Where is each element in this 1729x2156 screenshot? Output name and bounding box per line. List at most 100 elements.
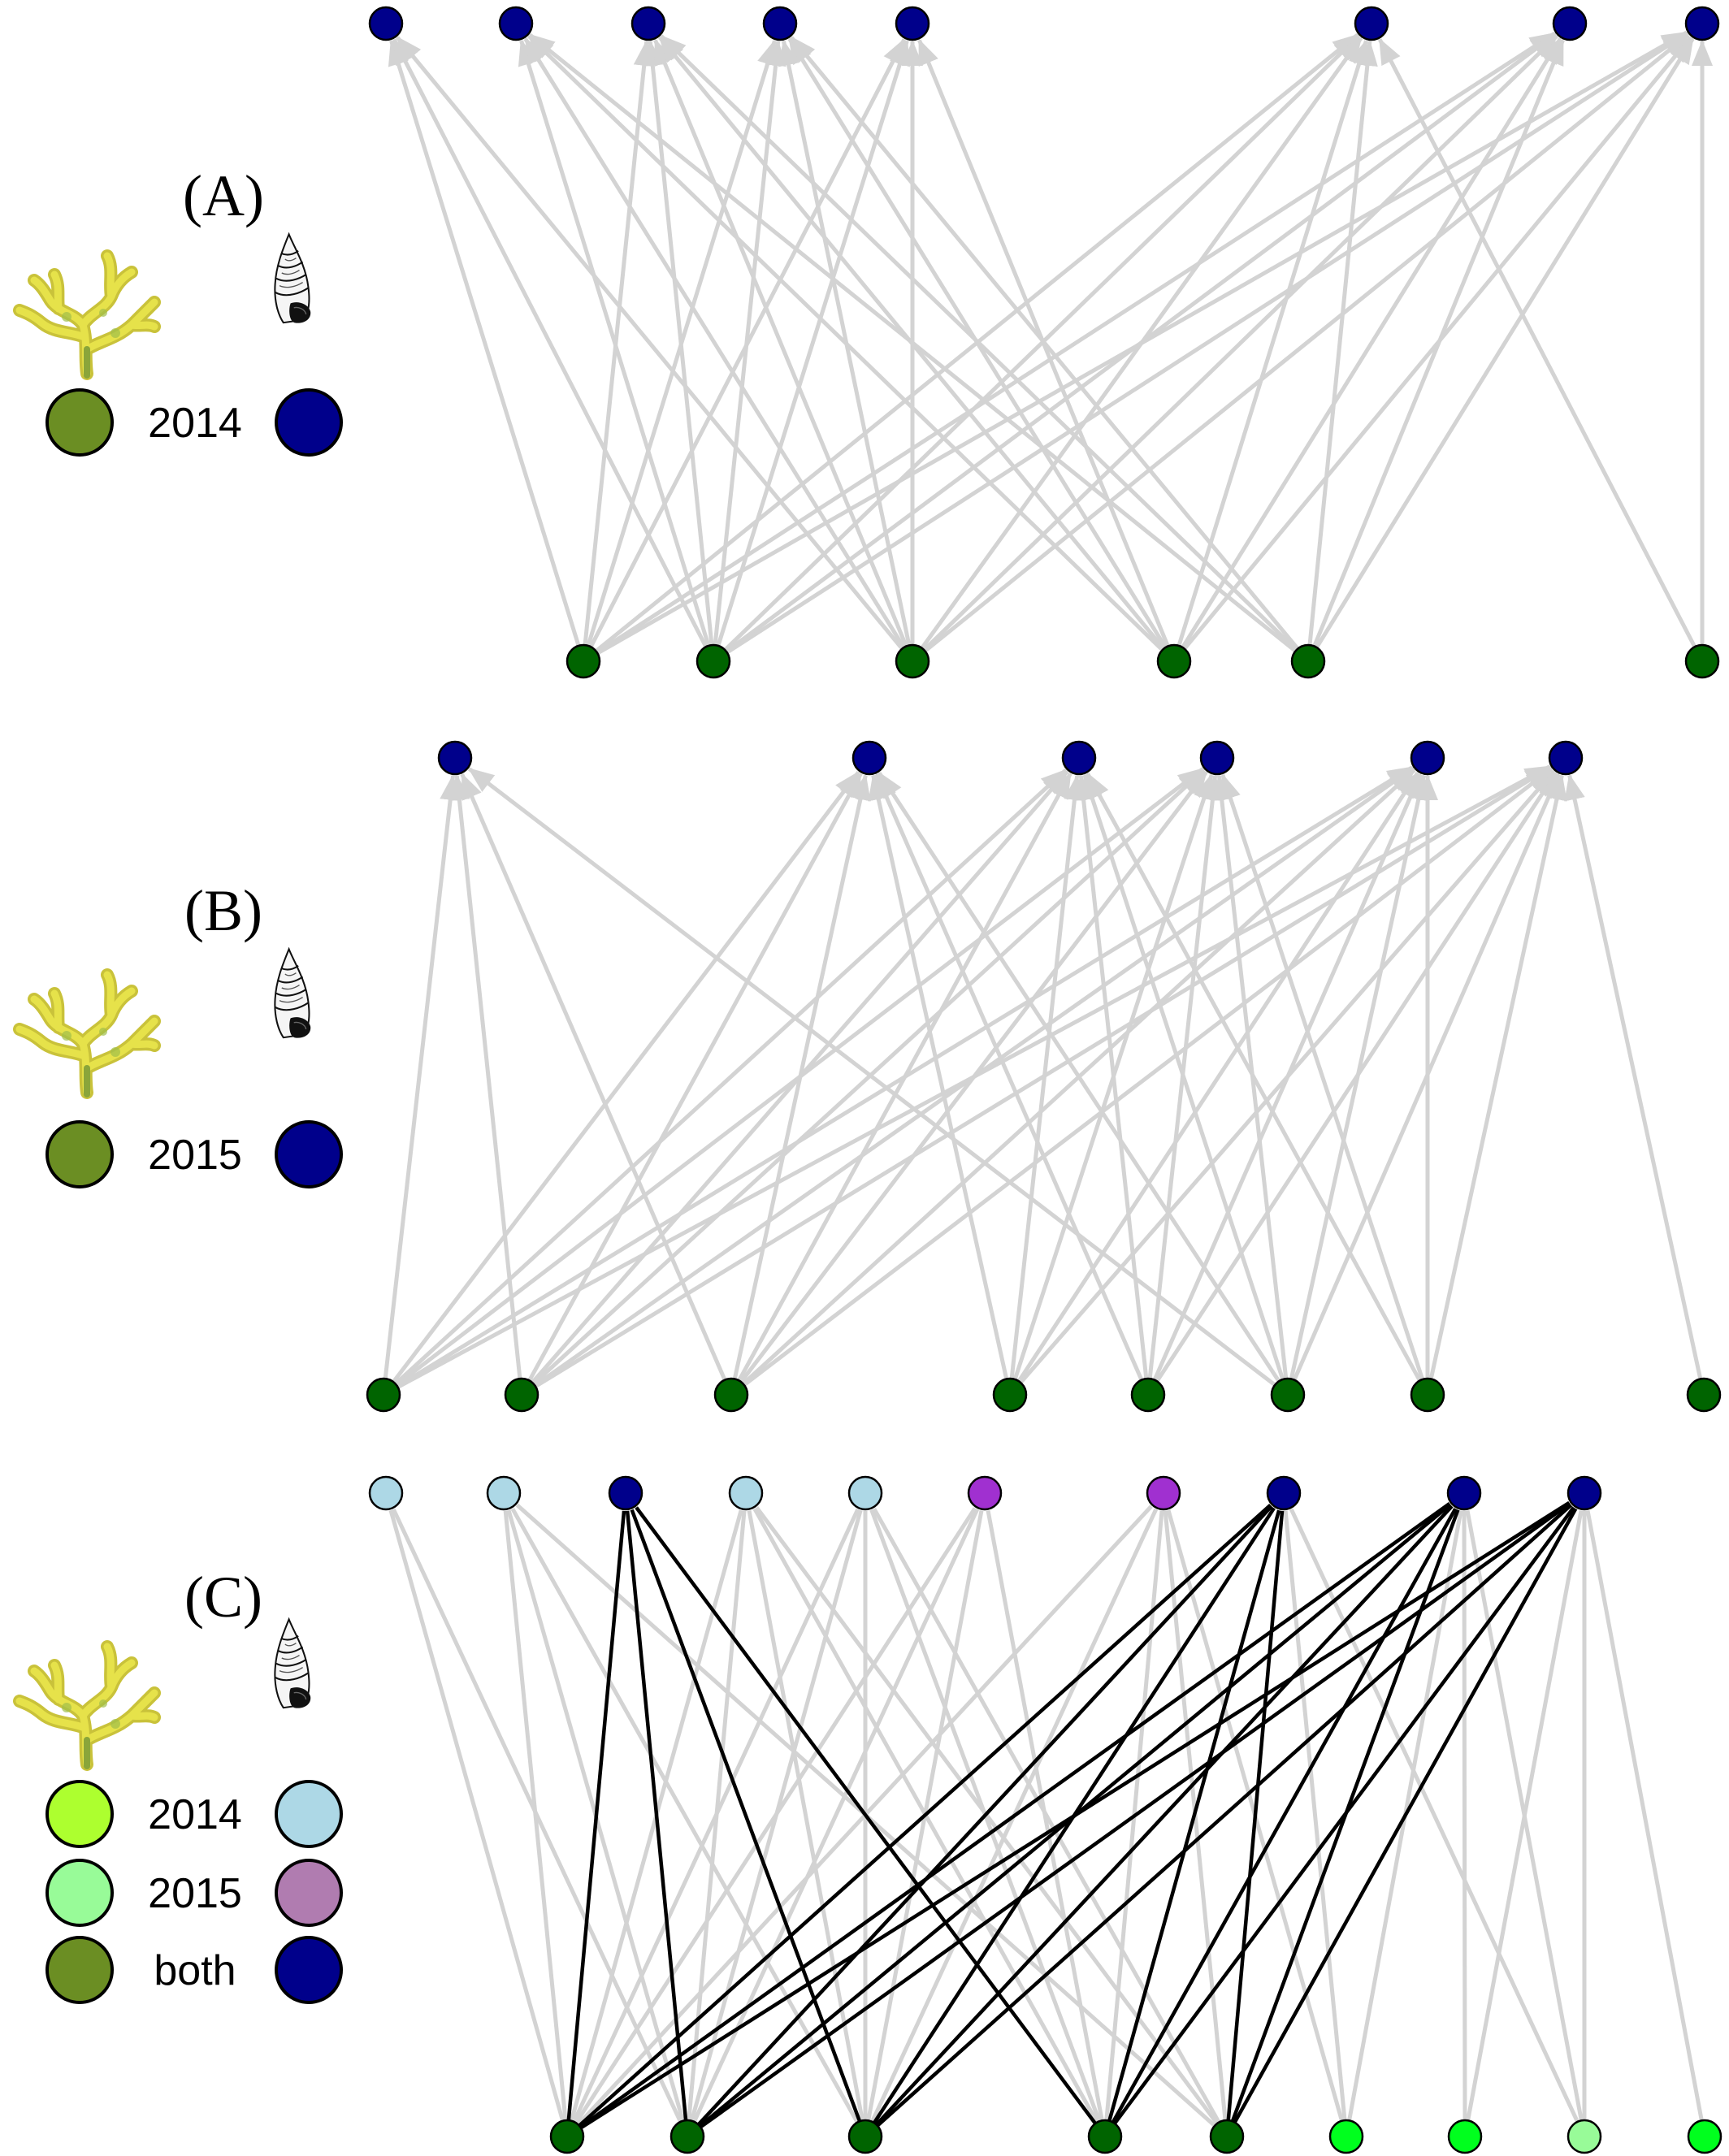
interaction-edge xyxy=(1428,773,1567,1379)
panel-c: (C) 2014 2015 both xyxy=(20,1475,1722,2154)
interaction-edge xyxy=(877,771,1281,1383)
seaweed-icon xyxy=(20,975,154,1094)
legend-plant-dot xyxy=(46,1859,114,1927)
interaction-edge xyxy=(1230,1509,1460,2123)
interaction-edge xyxy=(732,773,871,1379)
interaction-edge xyxy=(1152,773,1423,1381)
interaction-edge xyxy=(699,1501,1571,2129)
interaction-edge xyxy=(396,36,904,651)
interaction-edge xyxy=(743,767,1554,1387)
herbivore-node xyxy=(1061,740,1097,776)
herbivore-node xyxy=(1684,6,1720,41)
legend-row: 2014 xyxy=(46,388,343,457)
interaction-edge xyxy=(523,37,906,649)
legend-row: 2014 xyxy=(46,1780,343,1848)
legend-herbivore-dot xyxy=(275,388,343,457)
panel-letter: (C) xyxy=(184,1565,262,1630)
herbivore-node xyxy=(1566,1475,1602,1511)
herbivore-node xyxy=(368,1475,404,1511)
plant-node xyxy=(713,1377,749,1413)
interaction-edge xyxy=(874,773,1144,1381)
herbivore-node xyxy=(1548,740,1584,776)
interaction-edge xyxy=(392,770,860,1383)
interaction-edge xyxy=(739,770,1208,1383)
interaction-edge xyxy=(392,1508,682,2123)
herbivore-node xyxy=(852,740,887,776)
panel-a: (A)2014 xyxy=(20,6,1720,679)
interaction-edge xyxy=(1465,1510,1584,2121)
seaweed-icon xyxy=(20,256,154,375)
interaction-edge xyxy=(1312,38,1565,647)
interaction-edge xyxy=(383,773,462,1379)
edges xyxy=(388,30,1713,656)
plant-node xyxy=(504,1377,540,1413)
herbivore-node xyxy=(368,6,404,41)
interaction-edge xyxy=(460,773,727,1381)
interaction-edge xyxy=(578,1504,1272,2128)
snail-shell-icon xyxy=(274,948,312,1039)
herbivore-node xyxy=(437,740,473,776)
interaction-edge xyxy=(1564,773,1703,1379)
legend-row: both xyxy=(46,1936,343,2004)
interaction-edge xyxy=(1111,1508,1458,2124)
herbivore-node xyxy=(967,1475,1003,1511)
legend-row: 2015 xyxy=(46,1120,343,1188)
herbivore-node xyxy=(728,1475,764,1511)
legend-plant-dot xyxy=(46,1120,114,1188)
herbivore-node xyxy=(1266,1475,1302,1511)
interaction-edge xyxy=(1181,37,1562,649)
snail-shell-icon xyxy=(274,1618,312,1709)
legend-herbivore-dot xyxy=(275,1936,343,2004)
plant-node xyxy=(670,2119,705,2154)
interaction-edge xyxy=(713,39,786,646)
interaction-edge xyxy=(635,1506,1097,2125)
interaction-edge xyxy=(1226,1510,1285,2121)
interaction-edge xyxy=(923,32,1690,653)
interaction-edge xyxy=(527,772,863,1382)
interaction-edge xyxy=(1377,37,1697,648)
herbivore-node xyxy=(1146,1475,1181,1511)
interaction-edge xyxy=(1462,1510,1467,2121)
edges xyxy=(383,764,1703,1389)
interaction-edge xyxy=(527,34,1164,652)
legend-label: 2015 xyxy=(148,1870,242,1917)
interaction-edge xyxy=(1009,773,1086,1379)
plant-node xyxy=(1566,2119,1602,2154)
snail-shell-icon xyxy=(274,233,312,324)
interaction-edge xyxy=(388,1509,565,2122)
interaction-edge xyxy=(1307,39,1378,646)
nodes xyxy=(366,740,1722,1413)
herbivore-node xyxy=(608,1475,644,1511)
interaction-edge xyxy=(518,39,711,647)
interaction-edge xyxy=(510,1507,860,2124)
interaction-edge xyxy=(392,37,708,648)
panel-b: (B)2015 xyxy=(20,740,1722,1413)
interaction-edge xyxy=(448,773,522,1379)
interaction-edge xyxy=(696,1504,1273,2126)
plant-node xyxy=(566,643,601,679)
nodes xyxy=(368,1475,1722,2154)
interaction-edge xyxy=(596,31,1557,655)
legend-label: 2015 xyxy=(148,1132,242,1179)
interaction-edge xyxy=(528,32,1297,653)
interaction-edge xyxy=(737,772,1072,1382)
legend-row: 2015 xyxy=(46,1859,343,1927)
plant-node xyxy=(1270,1377,1306,1413)
herbivore-node xyxy=(1552,6,1588,41)
plant-node xyxy=(847,2119,883,2154)
interaction-edge xyxy=(660,34,1298,652)
interaction-edge xyxy=(1220,773,1425,1380)
plant-node xyxy=(1410,1377,1445,1413)
plant-node xyxy=(1328,2119,1364,2154)
legend-plant-dot xyxy=(46,1936,114,2004)
interaction-edge xyxy=(876,1503,1573,2128)
herbivore-node xyxy=(762,6,798,41)
interaction-edge xyxy=(920,37,1363,650)
interaction-edge xyxy=(1086,772,1422,1382)
interaction-edge xyxy=(1081,773,1285,1380)
plant-node xyxy=(1087,2119,1123,2154)
legend-herbivore-dot xyxy=(275,1859,343,1927)
interaction-edge xyxy=(747,1510,864,2121)
interaction-edge xyxy=(874,1504,1454,2126)
plant-node xyxy=(1686,1377,1722,1413)
